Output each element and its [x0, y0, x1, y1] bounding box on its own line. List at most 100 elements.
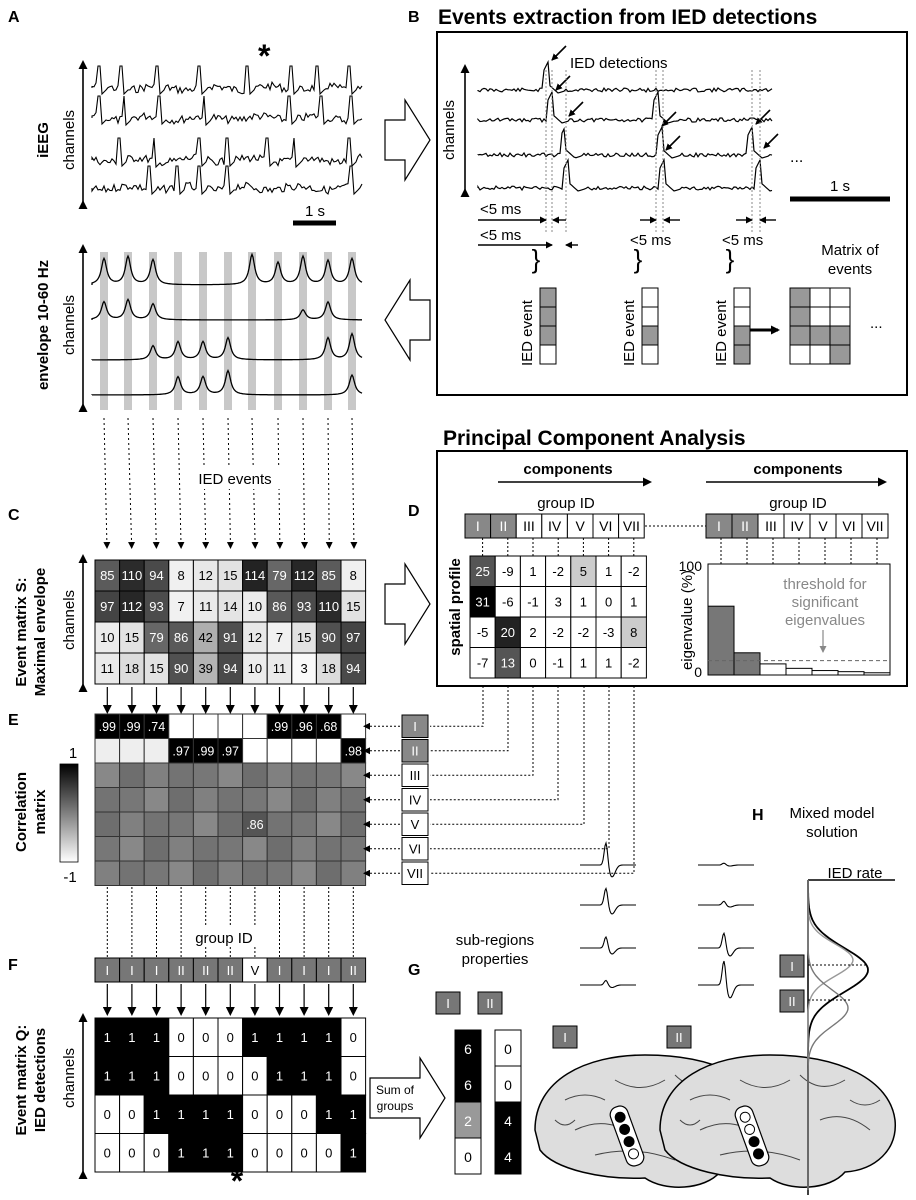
brace: } [532, 244, 541, 274]
detection-arrow [555, 75, 571, 91]
arrow-b-to-env [384, 277, 431, 363]
mixed-model-label-1: Mixed model [789, 805, 874, 822]
event-cell [641, 306, 659, 327]
group-id-cell [835, 513, 863, 539]
spatial-cell [519, 586, 547, 618]
event-cell [641, 344, 659, 365]
s-cell [143, 559, 170, 592]
corr-cell [242, 713, 268, 739]
group-cell [266, 957, 293, 983]
q-value: 0 [350, 1030, 357, 1045]
component-link [430, 686, 559, 801]
corr-cell [315, 836, 342, 862]
corr-cell [217, 811, 244, 837]
event-band [224, 252, 232, 410]
ied-events-label: IED events [198, 471, 271, 488]
detection-arrow [551, 45, 567, 61]
sum-ii-cell [494, 1137, 522, 1175]
panel-letter-a: A [8, 9, 20, 26]
q-value: 1 [104, 1030, 111, 1045]
event-cell [733, 344, 751, 365]
s-cell [168, 559, 194, 592]
event-cell [641, 325, 659, 346]
group-id-cell [490, 513, 517, 539]
corr-cell [315, 738, 342, 764]
spatial-cell [620, 647, 647, 679]
corr-cell [217, 836, 244, 862]
panel-h: H Mixed model solution IED rate III [752, 805, 895, 1195]
group-id: II [741, 518, 749, 534]
ieeg-traces [91, 65, 363, 196]
envelope-trace [91, 298, 362, 321]
group-id: II [500, 518, 508, 534]
spatial-value: -1 [527, 595, 539, 610]
h-tag-ii-label: II [788, 994, 795, 1009]
eig-bar [733, 652, 761, 676]
spatial-profile-label: spatial profile [447, 558, 464, 656]
corr-cell [217, 713, 244, 739]
q-value: 0 [104, 1146, 111, 1161]
s-value: 14 [223, 599, 237, 614]
detection-trace [477, 59, 773, 94]
group-id: VII [623, 518, 640, 534]
s-value: 8 [177, 568, 184, 583]
corr-cell [291, 738, 317, 764]
row-label: II [411, 744, 418, 759]
s-value: 97 [346, 630, 360, 645]
s-value: 94 [346, 661, 360, 676]
group-cell [217, 957, 244, 983]
group-id-cell [541, 513, 568, 539]
ied-rate-label: IED rate [827, 865, 882, 882]
s-value: 18 [125, 661, 139, 676]
matrix-cell [809, 325, 831, 346]
spatial-value: -2 [628, 564, 640, 579]
eig-bar [785, 667, 813, 676]
q-value: 1 [153, 1107, 160, 1122]
group-cell [315, 957, 342, 983]
s-value: 93 [149, 599, 163, 614]
q-cell [315, 1133, 342, 1173]
spatial-cell [570, 647, 597, 679]
corr-cell [168, 811, 194, 837]
eig-tick-0: 0 [694, 664, 702, 680]
q-value: 0 [177, 1030, 184, 1045]
colorbar [59, 763, 79, 863]
row-label: I [413, 719, 417, 734]
event-cell [539, 306, 557, 327]
q-cell [217, 1094, 244, 1134]
corr-cell [94, 836, 121, 862]
event-link [177, 417, 185, 549]
lt5-label-2: <5 ms [480, 227, 521, 244]
q-cell [94, 1133, 121, 1173]
component-link [430, 686, 534, 776]
q-cell [291, 1056, 317, 1096]
s-value: 10 [100, 630, 114, 645]
spatial-value: 8 [630, 625, 637, 640]
corr-value: .99 [99, 720, 116, 734]
electrode-contact [748, 1136, 760, 1148]
q-value: 0 [350, 1069, 357, 1084]
s-value: 90 [174, 661, 188, 676]
q-cell [143, 1094, 170, 1134]
s-value: 86 [174, 630, 188, 645]
panel-b-frame [436, 31, 908, 396]
group-id-cell [809, 513, 837, 539]
corr-cell [291, 787, 317, 813]
s-value: 110 [122, 568, 143, 583]
corr-cell [143, 713, 170, 739]
q-value: 1 [104, 1069, 111, 1084]
q-value: 1 [227, 1146, 234, 1161]
group-i-tag-label: I [446, 996, 450, 1011]
event-band [124, 252, 132, 410]
corr-value: .97 [172, 745, 189, 759]
arrow-c-to-d [384, 561, 431, 647]
envelope-trace [91, 369, 363, 396]
group-id-label-d1: group ID [537, 495, 595, 512]
detection-arrow [568, 101, 584, 117]
spatial-value: -6 [502, 595, 514, 610]
group-label: I [155, 963, 159, 978]
row-label-box [401, 861, 429, 885]
s-value: 112 [122, 599, 143, 614]
q-cell [192, 1017, 219, 1057]
